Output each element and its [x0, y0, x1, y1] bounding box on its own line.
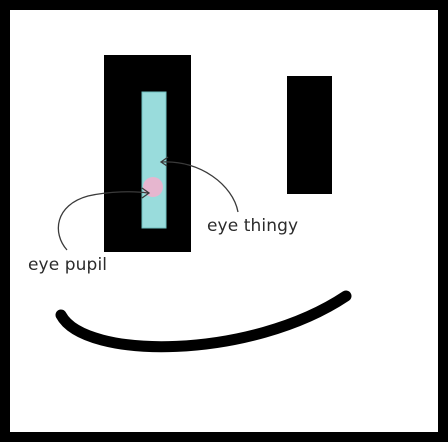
- eye-thingy-label: eye thingy: [207, 216, 299, 236]
- eye-pupil: [143, 177, 163, 197]
- eye-thingy: [141, 91, 167, 229]
- eye-thingy-arrowhead: [159, 156, 169, 167]
- eye-pupil-label: eye pupil: [28, 255, 108, 275]
- eye-pupil-pointer: [57, 191, 149, 251]
- eye-pupil-arrowhead: [141, 187, 151, 199]
- right-eye: [287, 76, 332, 194]
- eye-thingy-pointer: [161, 161, 239, 213]
- smile-mouth: [55, 290, 352, 353]
